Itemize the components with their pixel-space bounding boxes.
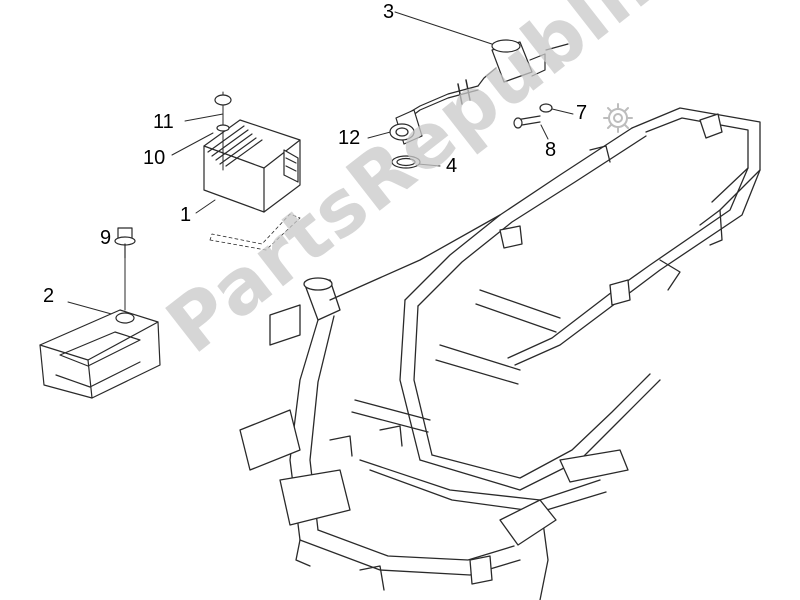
spark-plug-cap-part	[389, 109, 423, 145]
callout-8: 8	[545, 139, 557, 161]
voltage-regulator-part	[203, 91, 301, 251]
washer-screw-part	[513, 103, 553, 129]
callout-9: 9	[100, 227, 112, 249]
callout-4: 4	[446, 155, 458, 177]
callout-12: 12	[338, 127, 361, 149]
gear-icon	[603, 103, 633, 133]
callout-2: 2	[43, 285, 55, 307]
scooter-frame-part	[239, 107, 761, 600]
o-ring-part	[391, 155, 421, 169]
callout-1: 1	[180, 204, 192, 226]
callout-7: 7	[576, 102, 588, 124]
callout-11: 11	[153, 111, 174, 133]
callout-10: 10	[143, 147, 166, 169]
callout-3: 3	[383, 1, 395, 23]
regulator-cover-part	[39, 309, 161, 399]
bolt-part	[114, 227, 136, 259]
ignition-coil-part	[409, 39, 569, 117]
